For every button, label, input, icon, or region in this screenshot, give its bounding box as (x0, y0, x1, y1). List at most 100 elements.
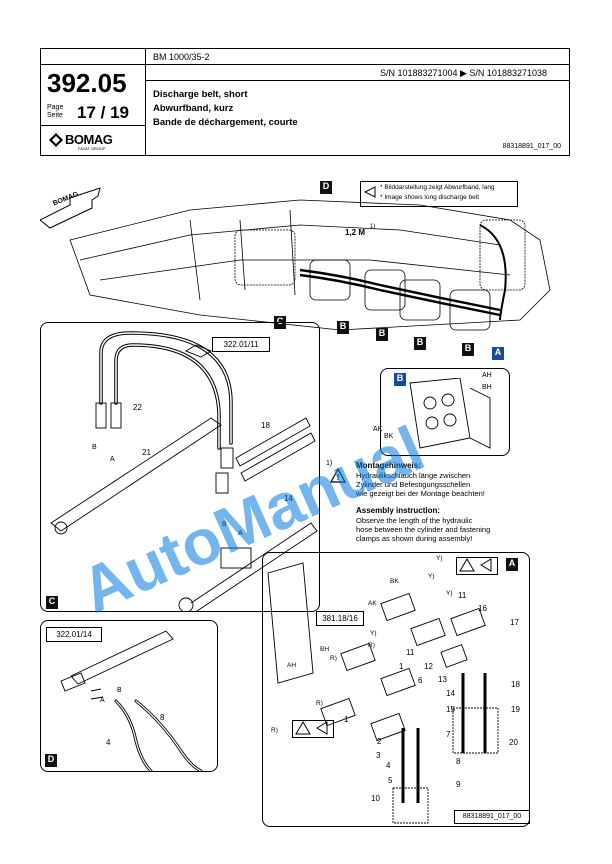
divider (41, 125, 145, 126)
part-number: 1 (344, 715, 349, 724)
part-number: 18 (261, 421, 270, 430)
detail-d-drawing (60, 630, 203, 771)
warning-icon (364, 186, 376, 198)
part-number: 15 (446, 705, 455, 714)
part-number: 9 (456, 780, 461, 789)
bomag-logo-icon (49, 133, 63, 147)
detail-a-label: A (506, 558, 518, 571)
machine-model: BM 1000/35-2 (153, 52, 210, 62)
part-number: 4 (386, 761, 391, 770)
page-of: 17 / 19 (77, 103, 129, 122)
part-number: 4 (106, 738, 111, 747)
part-number: 18 (511, 680, 520, 689)
part-number: 17 (510, 618, 519, 627)
detail-d-frame (40, 620, 218, 772)
mark: AK (368, 600, 377, 607)
port-label: BH (482, 384, 492, 391)
assembly-text-en: Observe the length of the hydraulic hose… (356, 516, 491, 543)
callout-a: A (492, 347, 504, 360)
detail-d-label: D (45, 754, 57, 767)
length-ref: 1) (370, 224, 376, 230)
title-de: Abwurfband, kurz (153, 103, 234, 114)
image-note-de: * Bilddarstellung zeigt Abwurfband, lang (380, 184, 495, 191)
brand-name: BOMAG (65, 132, 113, 147)
detail-b-drawing (409, 378, 491, 449)
assembly-title-en: Assembly instruction: (356, 506, 441, 515)
callout-b: B (414, 337, 426, 350)
detail-c-frame (40, 322, 320, 612)
title-block: BM 1000/35-2 S/N 101883271004 ▶ S/N 1018… (40, 48, 570, 156)
mark: BH (320, 646, 330, 653)
assembly-text-de: Hydraulikschlauch länge zwischen Zylinde… (356, 471, 485, 498)
serial-number-range: S/N 101883271004 ▶ S/N 101883271038 (379, 68, 547, 78)
detail-c-label: C (46, 596, 58, 609)
mark: Y) (436, 555, 443, 562)
port-label: AK (373, 426, 383, 433)
part-number: 11 (406, 648, 415, 657)
part-number: 5 (388, 776, 393, 785)
part-number: 8 (456, 757, 461, 766)
detail-b-frame (380, 368, 510, 456)
port-label: B (117, 687, 122, 694)
warning-triangle-icon (459, 558, 492, 572)
mark: R) (271, 727, 278, 734)
part-number: 21 (142, 448, 151, 457)
part-number: 8 (160, 713, 165, 722)
detail-a-doc-id: 88318891_017_00 (454, 810, 530, 824)
port-label: BK (384, 433, 394, 440)
mark: R) (330, 655, 337, 662)
detail-a-warning-box (292, 720, 334, 738)
part-number: 2 (377, 737, 382, 746)
image-note-box (360, 181, 518, 207)
part-number: 19 (511, 705, 520, 714)
part-number: 13 (438, 675, 447, 684)
port-label: A (110, 456, 115, 463)
detail-d-ref: 322.01/14 (46, 627, 102, 642)
port-label: A (100, 697, 105, 704)
detail-a-drawing (267, 562, 499, 824)
warning-triangle-icon: ! (330, 468, 346, 483)
title-fr: Bande de déchargement, courte (153, 117, 298, 128)
length-label: 1,2 M (345, 228, 366, 237)
detail-c-drawing (50, 331, 318, 611)
part-number: 16 (478, 604, 487, 613)
group-number: 392.05 (47, 68, 127, 98)
detail-a-warning-box (456, 557, 498, 575)
part-number: 6 (418, 676, 423, 685)
part-number: 14 (284, 494, 293, 503)
warning-triangle-icon (295, 721, 328, 735)
part-number: 10 (371, 794, 380, 803)
title-en: Discharge belt, short (153, 89, 248, 100)
mark: Y) (446, 590, 453, 597)
divider (145, 80, 569, 81)
callout-d: D (320, 181, 332, 194)
mark: AH (287, 662, 297, 669)
mark: BK (390, 578, 399, 585)
part-number: 11 (458, 591, 467, 600)
port-label: AH (482, 372, 492, 379)
port-label: A (238, 530, 243, 537)
mark: Y) (370, 630, 377, 637)
detail-c-ref: 322.01/11 (212, 337, 270, 352)
part-number: 22 (133, 403, 142, 412)
part-number: 14 (446, 689, 455, 698)
part-number: 7 (446, 730, 451, 739)
port-label: B (92, 444, 97, 451)
mark: Y) (428, 573, 435, 580)
brand-subtitle: FAYAT GROUP (78, 146, 106, 151)
page-number-block (41, 49, 146, 155)
svg-text:!: ! (337, 473, 340, 482)
part-number: 20 (509, 738, 518, 747)
detail-b-label: B (394, 373, 406, 386)
callout-b: B (462, 343, 474, 356)
detail-a-frame (262, 552, 530, 827)
page-label: Page Seite (47, 104, 64, 119)
part-number: 3 (376, 751, 381, 760)
divider (41, 64, 569, 65)
port-label: B (222, 521, 227, 528)
mark: R) (316, 700, 323, 707)
callout-b: B (337, 321, 349, 334)
document-id: 88318891_017_00 (502, 143, 561, 150)
assembly-ref: 1) (326, 460, 333, 467)
image-note-en: * Image shows long discharge belt (380, 194, 480, 201)
